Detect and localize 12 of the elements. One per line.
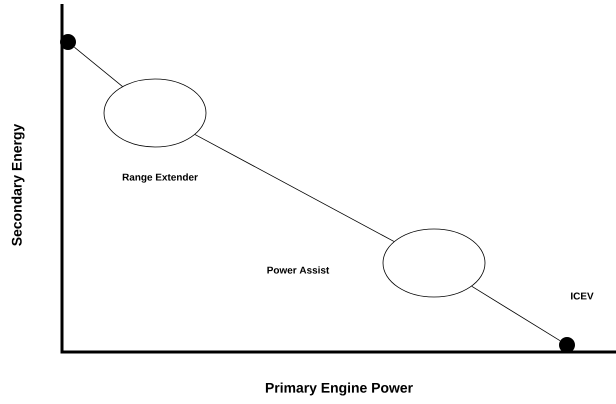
dot	[60, 34, 76, 50]
node-label: Range Extender	[122, 173, 198, 183]
ellipse	[382, 228, 486, 298]
node-label: ICEV	[571, 292, 594, 300]
axis-title: Secondary Energy	[11, 124, 25, 246]
line	[471, 286, 560, 342]
line	[194, 134, 394, 242]
line	[74, 46, 123, 87]
ellipse	[104, 78, 206, 148]
axis-title: Primary Engine Power	[266, 382, 413, 396]
dot	[559, 337, 575, 353]
region-label: Power Assist	[267, 266, 330, 274]
